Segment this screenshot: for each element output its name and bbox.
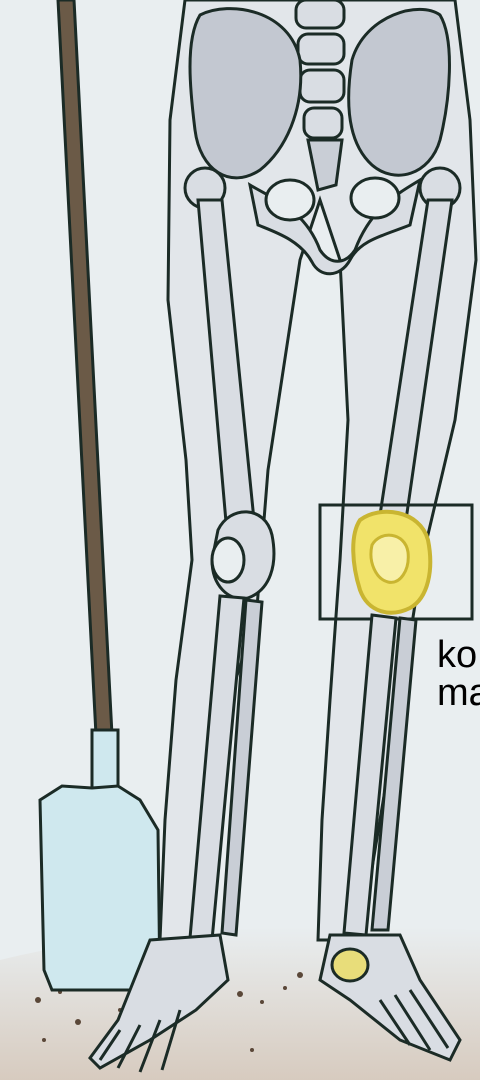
ankle-marker bbox=[332, 949, 368, 981]
left-knee bbox=[212, 512, 274, 599]
knee-label: ko ma bbox=[437, 636, 480, 712]
knee-label-line-1: ko bbox=[437, 636, 480, 674]
knee-label-line-2: ma bbox=[437, 674, 480, 712]
